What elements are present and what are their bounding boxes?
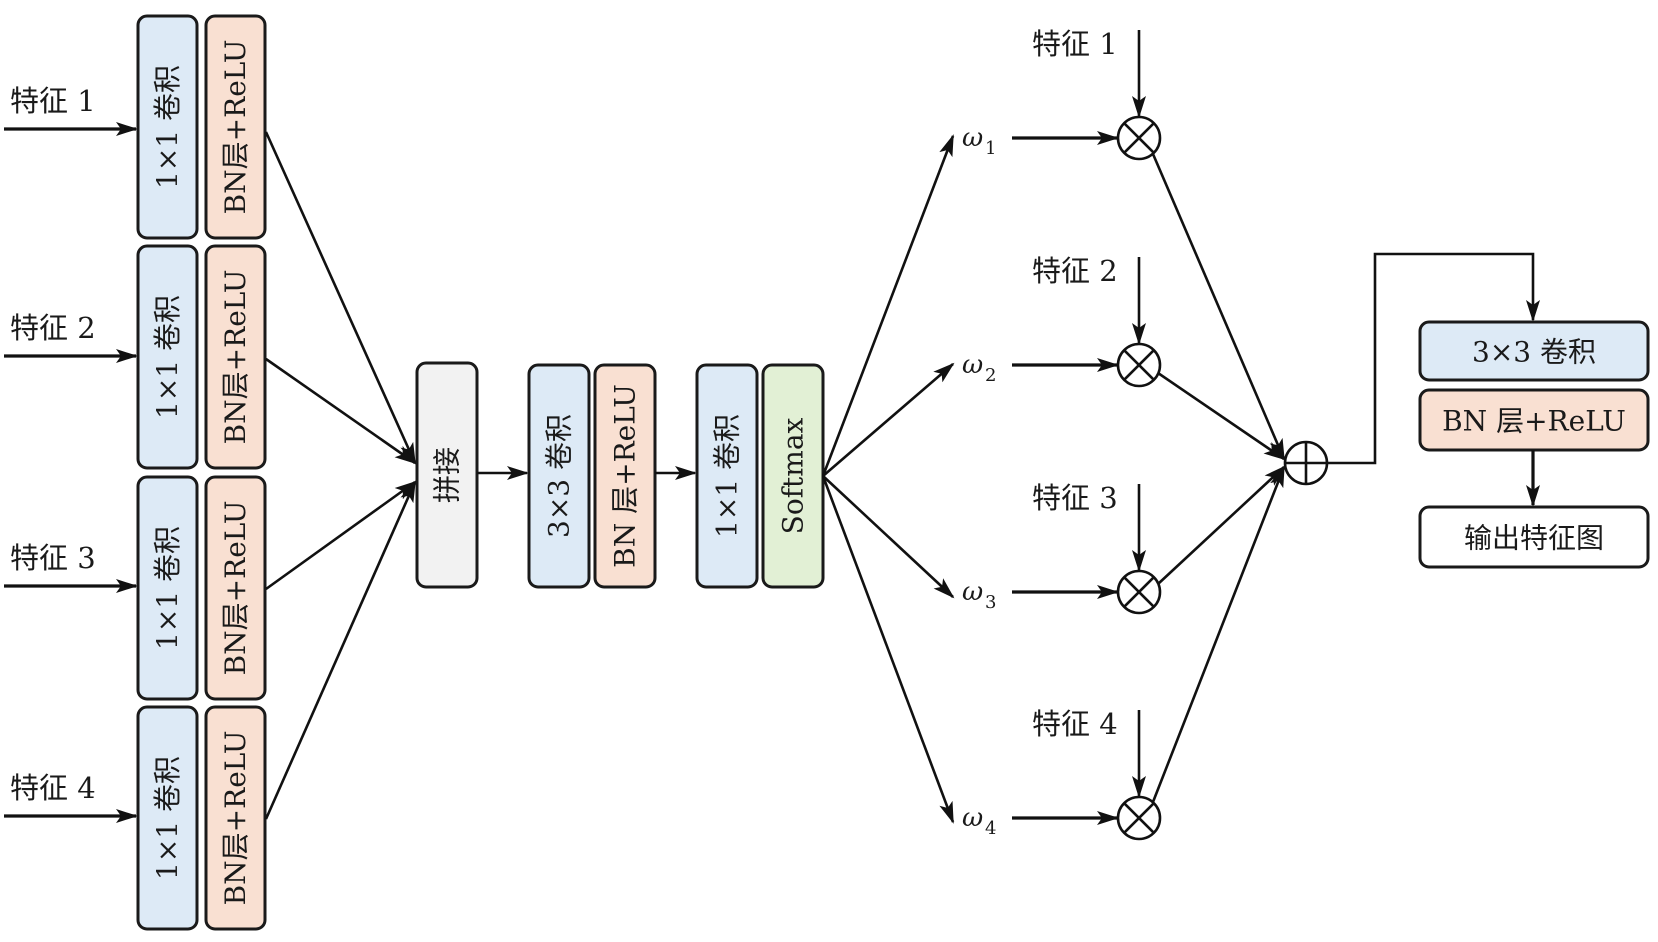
input-branch-2: 特征 2 1×1 卷积 BN层+ReLU (4, 244, 417, 470)
arrow-softmax-to-weight (821, 134, 955, 477)
input-conv-box (136, 475, 199, 701)
weight-symbol: ω (962, 123, 983, 153)
input-conv-label: 1×1 卷积 (151, 295, 184, 419)
middle-bn-label: BN 层+ReLU (609, 384, 642, 568)
output-result-label: 输出特征图 (1464, 522, 1604, 555)
input-conv-box (136, 244, 199, 470)
input-conv-label: 1×1 卷积 (151, 65, 184, 189)
softmax-label: Softmax (777, 417, 810, 534)
output-conv-label: 3×3 卷积 (1472, 336, 1596, 369)
arrow-multiply-to-sum (1157, 371, 1286, 461)
middle-bn-box (593, 363, 657, 589)
arrow-to-concat (264, 131, 417, 465)
weight-feature-label: 特征 4 (1032, 707, 1118, 741)
arrow-softmax-to-weight (822, 362, 955, 477)
middle-conv1-box (695, 363, 759, 589)
middle-bn-block: BN 层+ReLU (593, 363, 657, 589)
middle-conv3-label: 3×3 卷积 (543, 414, 576, 538)
multiply-cross-b (1123, 576, 1155, 608)
weight-index: 2 (985, 365, 996, 386)
weight-index: 3 (985, 592, 996, 613)
arrow-to-concat (264, 480, 417, 820)
middle-conv3-block: 3×3 卷积 (527, 363, 591, 589)
input-feature-label: 特征 1 (10, 84, 96, 118)
concat-block: 拼接 (415, 361, 479, 589)
input-feature-label: 特征 4 (10, 771, 96, 805)
input-bn-box (204, 244, 267, 470)
input-feature-label: 特征 3 (10, 541, 96, 575)
arrow-softmax-to-weight (822, 475, 955, 599)
input-conv-label: 1×1 卷积 (151, 756, 184, 880)
weight-feature-label: 特征 3 (1032, 481, 1118, 515)
input-bn-label: BN层+ReLU (219, 270, 252, 445)
input-branch-4: 特征 4 1×1 卷积 BN层+ReLU (4, 480, 417, 931)
weight-symbol: ω (962, 803, 983, 833)
input-bn-label: BN层+ReLU (219, 40, 252, 215)
output-bn-block: BN 层+ReLU (1418, 388, 1650, 452)
input-branch-3: 特征 3 1×1 卷积 BN层+ReLU (4, 475, 417, 701)
concat-label: 拼接 (431, 447, 464, 503)
weight-feature-label: 特征 1 (1032, 27, 1118, 61)
softmax-block: Softmax (761, 363, 825, 589)
weight-symbol: ω (962, 577, 983, 607)
input-bn-box (204, 475, 267, 701)
weight-feature-label: 特征 2 (1032, 254, 1118, 288)
weight-index: 4 (985, 818, 996, 839)
input-conv-box (136, 14, 199, 240)
input-conv-box (136, 705, 199, 931)
input-feature-label: 特征 2 (10, 311, 96, 345)
concat-box (415, 361, 479, 589)
sum-node (1283, 440, 1329, 486)
output-result-box (1418, 505, 1650, 569)
output-conv-box (1418, 320, 1650, 382)
middle-conv3-box (527, 363, 591, 589)
input-branch-1: 特征 1 1×1 卷积 BN层+ReLU (4, 14, 417, 465)
arrow-to-concat (265, 357, 417, 465)
multiply-cross-b (1123, 802, 1155, 834)
arrow-multiply-to-sum (1151, 153, 1286, 461)
output-bn-label: BN 层+ReLU (1442, 405, 1626, 438)
input-bn-label: BN层+ReLU (219, 731, 252, 906)
arrow-to-concat (265, 480, 417, 591)
arrow-multiply-to-sum (1151, 465, 1286, 803)
input-bn-label: BN层+ReLU (219, 501, 252, 676)
arrow-softmax-to-weight (821, 475, 955, 824)
input-bn-box (204, 14, 267, 240)
multiply-cross-b (1123, 349, 1155, 381)
output-conv-block: 3×3 卷积 (1418, 320, 1650, 382)
arrow-multiply-to-sum (1157, 465, 1286, 585)
output-result-block: 输出特征图 (1418, 505, 1650, 569)
weight-index: 1 (985, 138, 996, 159)
middle-conv1-label: 1×1 卷积 (711, 414, 744, 538)
weight-symbol: ω (962, 350, 983, 380)
input-bn-box (204, 705, 267, 931)
input-conv-label: 1×1 卷积 (151, 526, 184, 650)
middle-conv1-block: 1×1 卷积 (695, 363, 759, 589)
multiply-cross-b (1123, 122, 1155, 154)
arrow-sum-to-output-conv (1327, 252, 1540, 465)
